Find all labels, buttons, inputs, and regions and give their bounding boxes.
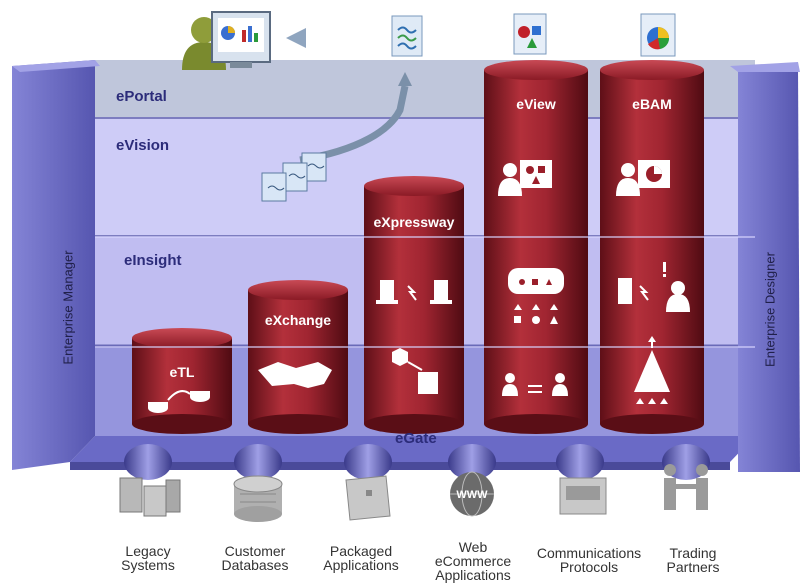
pie-chart-icon [640, 13, 676, 57]
alert-icon [618, 262, 690, 312]
cylinder-label-expressway: eXpressway [373, 214, 455, 230]
enterprise-designer-panel [738, 66, 800, 472]
www-label: WWW [456, 489, 488, 501]
communications-equipment-icon [559, 477, 607, 515]
person-screen-icon [498, 160, 552, 196]
cylinder-label-exchange: eXchange [264, 312, 332, 328]
server-link-icon [376, 280, 452, 304]
layer-label-evision: eVision [116, 137, 170, 154]
feed-icon [391, 15, 423, 57]
layer-label-egate: eGate [395, 430, 437, 447]
source-connectors [124, 444, 710, 480]
cylinder-expressway [364, 176, 464, 434]
person-match-icon [502, 373, 568, 396]
database-icon [233, 475, 283, 522]
trading-partners-icon [664, 464, 708, 510]
cylinder-label-ebam: eBAM [632, 96, 672, 112]
cylinder-eview [484, 60, 588, 434]
handshake-icon [258, 362, 332, 388]
enterprise-manager-panel [12, 60, 95, 470]
package-icon [392, 348, 438, 394]
layer-label-einsight: eInsight [124, 252, 182, 269]
cylinder-etl [132, 328, 232, 434]
enterprise-designer-label: Enterprise Designer [762, 252, 778, 367]
person-pie-icon [616, 160, 670, 196]
document-stack-icon [261, 152, 327, 202]
layer-label-eportal: ePortal [116, 88, 167, 105]
cylinder-exchange [248, 280, 348, 434]
user-dashboard-icon [182, 11, 271, 70]
shapes-icon [513, 13, 547, 55]
enterprise-manager-label: Enterprise Manager [60, 250, 76, 365]
database-transfer-icon [148, 390, 210, 413]
www-globe-icon: WWW [450, 471, 494, 517]
cylinder-label-eview: eView [516, 96, 556, 112]
legacy-systems-icon [119, 477, 181, 517]
funnel-icon [634, 336, 670, 404]
server-tower-icon [345, 475, 391, 521]
cylinder-label-etl: eTL [169, 364, 195, 380]
hub-flow-icon [508, 268, 564, 324]
